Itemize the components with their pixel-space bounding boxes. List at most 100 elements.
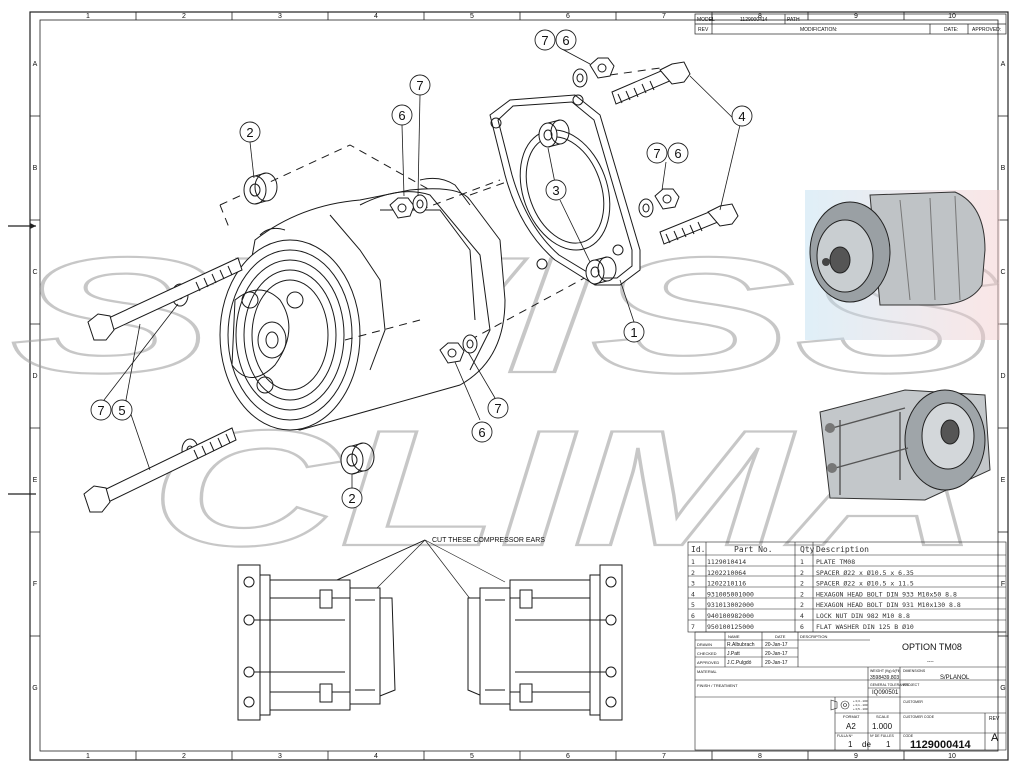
callout-label: 7 — [97, 403, 104, 418]
tb-drawn-name: R.Albubrach — [727, 642, 755, 648]
front-view-left — [237, 564, 396, 721]
revision-date-label: DATE: — [944, 27, 958, 33]
bom-cell: 940100982000 — [707, 612, 754, 620]
callout-label: 1 — [630, 325, 637, 340]
grid-column-label: 4 — [374, 13, 378, 20]
tb-tolerance-value: IQ090501 — [872, 690, 899, 696]
grid-row-label: C — [32, 269, 37, 276]
sheet-inner-frame — [39, 19, 999, 752]
tb-approved-name: J.C.Pulgdó — [727, 660, 752, 666]
bom-header-cell: Qty. — [800, 545, 819, 554]
callout-bubble — [534, 29, 556, 51]
grid-row-label: B — [1001, 165, 1006, 172]
callout-label: 5 — [118, 403, 125, 418]
sheet-outer-frame — [29, 11, 1009, 761]
tb-name-label: NAME — [728, 634, 740, 639]
tb-code-label: CODE — [903, 734, 914, 738]
tb-title-sub: ---- — [927, 659, 934, 665]
grid-column-label: 2 — [182, 753, 186, 760]
grid-row-label: A — [1001, 61, 1006, 68]
nut-washer-parts — [171, 57, 680, 462]
bom-cell: 4 — [800, 612, 804, 620]
callouts — [90, 29, 753, 509]
bom-cell: 2 — [800, 590, 804, 598]
tb-format-value: A2 — [846, 722, 856, 731]
title-block-text: NAME DATE DESCRIPTION DRAWN R.Albubrach … — [697, 634, 1000, 751]
bom-cell: 1202210064 — [707, 569, 746, 577]
tb-tolerance-label: GENERAL TOLERANCE — [870, 683, 910, 687]
callout-label: 2 — [246, 125, 253, 140]
revision-model-value: 1129000414 — [740, 17, 768, 23]
bom-cell: 1129010414 — [707, 558, 746, 566]
grid-column-label: 7 — [662, 753, 666, 760]
tb-customer-code-label: CUSTOMER CODE — [903, 715, 935, 719]
tb-dimensions-value: S/PLANOL — [940, 675, 970, 681]
render-view-bottom — [819, 389, 991, 501]
callout-bubble — [545, 179, 567, 201]
centering-arrow — [30, 223, 36, 229]
tb-tolerance-row-1: + 0,3 - 100 — [853, 699, 868, 703]
callout-label: 7 — [653, 146, 660, 161]
bom-header-cell: Id. — [691, 545, 705, 554]
bom-cell: 6 — [800, 623, 804, 631]
tb-sheet-total: 1 — [886, 740, 891, 749]
tb-tolerance-row-3: + 0,5 - 100 — [853, 707, 868, 711]
tb-project-label: PROJECT — [903, 683, 920, 687]
bom-cell: 931013002000 — [707, 601, 754, 609]
bom-header-cell: Description — [816, 545, 869, 554]
compressor-body — [219, 177, 506, 431]
grid-column-label: 5 — [470, 13, 474, 20]
tb-checked-name: J.Patt — [727, 651, 740, 657]
callout-label: 6 — [478, 425, 485, 440]
bom-cell: 6 — [691, 612, 695, 620]
tb-finish-label: FINISH / TREATMENT — [697, 683, 738, 688]
tb-weight-value: 3598439.803 — [870, 675, 899, 681]
bom-cell: FLAT WASHER DIN 125 B Ø10 — [816, 623, 914, 631]
grid-column-label: 3 — [278, 13, 282, 20]
bom-cell: HEXAGON HEAD BOLT DIN 931 M10x130 8.8 — [816, 601, 961, 609]
tb-scale-label: SCALE — [876, 714, 889, 719]
callout-label: 2 — [348, 491, 355, 506]
tb-approved-date: 20-Jan-17 — [765, 660, 788, 666]
grid-column-label: 6 — [566, 753, 570, 760]
revision-approved-label: APPROVED: — [972, 27, 1001, 33]
callout-label: 7 — [494, 401, 501, 416]
callout-bubble — [731, 105, 753, 127]
bom-cell: 2 — [691, 569, 695, 577]
grid-column-label: 3 — [278, 753, 282, 760]
grid-row-label: E — [33, 477, 38, 484]
projection-symbol-icon — [830, 699, 850, 711]
callout-bubble — [471, 421, 493, 443]
render-view-top — [805, 190, 1000, 340]
tb-approved-label: APPROVED — [697, 660, 719, 665]
tb-description-label: DESCRIPTION — [800, 634, 827, 639]
tb-drawn-date: 20-Jan-17 — [765, 642, 788, 648]
grid-column-label: 4 — [374, 753, 378, 760]
tb-checked-date: 20-Jan-17 — [765, 651, 788, 657]
bom-cell: 1 — [800, 558, 804, 566]
leader-lines — [103, 47, 741, 488]
callout-bubble — [409, 74, 431, 96]
grid-row-label: D — [1000, 373, 1005, 380]
grid-row-label: C — [1000, 269, 1005, 276]
tb-rev-value: A — [991, 732, 999, 744]
tb-customer-label: CUSTOMER — [903, 700, 923, 704]
tb-drawn-label: DRAWN — [697, 642, 712, 647]
revision-box — [694, 13, 1007, 35]
bom-cell: 1202210116 — [707, 580, 746, 588]
bom-cell: PLATE TM08 — [816, 558, 855, 566]
callout-label: 6 — [562, 33, 569, 48]
bom-cell: LOCK NUT DIN 982 M10 8.8 — [816, 612, 910, 620]
grid-column-label: 10 — [948, 13, 956, 20]
revision-rev-label: REV — [698, 27, 709, 33]
callout-label: 7 — [416, 78, 423, 93]
bom-cell: HEXAGON HEAD BOLT DIN 933 M10x50 8.8 — [816, 590, 957, 598]
grid-column-label: 6 — [566, 13, 570, 20]
callout-bubble — [239, 121, 261, 143]
title-block — [694, 631, 1007, 751]
grid-column-label: 2 — [182, 13, 186, 20]
